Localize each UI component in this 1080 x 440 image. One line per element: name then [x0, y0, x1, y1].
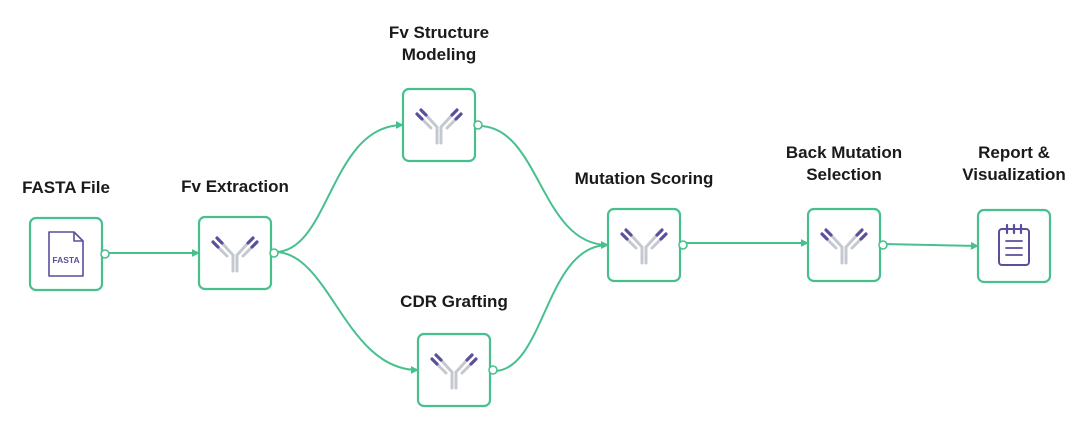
- node-fv-extraction[interactable]: [197, 215, 279, 291]
- node-box: [401, 87, 477, 163]
- output-port[interactable]: [488, 365, 498, 375]
- label-line: Report &: [978, 143, 1050, 162]
- node-box: [606, 207, 682, 283]
- output-port[interactable]: [100, 249, 110, 259]
- label-line: CDR Grafting: [400, 292, 508, 311]
- label-mutation-scoring: Mutation Scoring: [575, 168, 714, 190]
- node-box: [197, 215, 273, 291]
- node-fv-structure[interactable]: [401, 87, 483, 163]
- label-fasta: FASTA File: [22, 177, 110, 199]
- output-port[interactable]: [878, 240, 888, 250]
- node-mutation-scoring[interactable]: [606, 207, 688, 283]
- label-line: Selection: [806, 165, 882, 184]
- fasta-file-icon: FASTA: [48, 231, 84, 277]
- label-fv-extraction: Fv Extraction: [181, 176, 289, 198]
- node-fasta[interactable]: FASTA: [28, 216, 110, 292]
- label-line: Visualization: [962, 165, 1066, 184]
- edge-cdr_grafting-to-mutation_scoring: [493, 241, 609, 372]
- label-line: Modeling: [401, 45, 477, 64]
- edge-back_mutation-to-report: [883, 241, 979, 250]
- label-line: Fv Structure: [388, 23, 490, 42]
- clipboard-icon: [998, 223, 1030, 266]
- output-port[interactable]: [269, 248, 279, 258]
- antibody-icon: [430, 353, 478, 390]
- edge-fv_structure-to-mutation_scoring: [478, 125, 609, 249]
- node-box: [806, 207, 882, 283]
- fasta-icon-text: FASTA: [52, 255, 79, 265]
- antibody-icon: [820, 228, 868, 265]
- label-line: Back Mutation: [785, 143, 903, 162]
- nodes-layer: FASTA: [28, 87, 1052, 408]
- antibody-icon: [415, 108, 463, 145]
- edge-fv_extraction-to-cdr_grafting: [274, 251, 419, 374]
- output-port[interactable]: [473, 120, 483, 130]
- node-box: [416, 332, 492, 408]
- antibody-icon: [211, 236, 259, 273]
- edges-layer: [106, 121, 979, 374]
- label-line: Mutation Scoring: [574, 169, 714, 188]
- label-report: Report & Visualization: [962, 142, 1066, 186]
- node-back-mutation[interactable]: [806, 207, 888, 283]
- label-line: Fv Extraction: [181, 177, 289, 196]
- label-cdr-grafting: CDR Grafting: [400, 291, 508, 313]
- edge-fv_extraction-to-fv_structure: [274, 121, 404, 253]
- output-port[interactable]: [678, 240, 688, 250]
- label-line: FASTA File: [22, 178, 110, 197]
- antibody-icon: [620, 228, 668, 265]
- node-report[interactable]: [976, 208, 1052, 284]
- node-cdr-grafting[interactable]: [416, 332, 498, 408]
